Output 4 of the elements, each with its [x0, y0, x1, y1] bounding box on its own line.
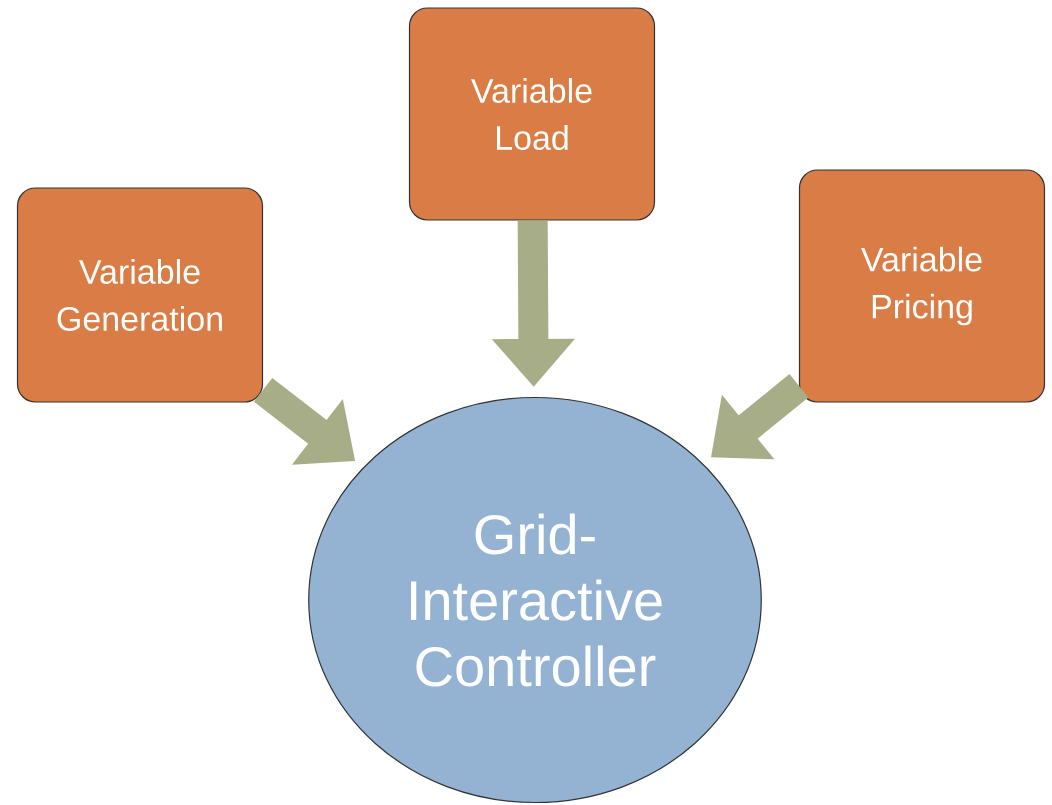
circle-node: Grid-Interactive Controller — [308, 396, 762, 804]
process-box: Variable Load — [408, 7, 656, 221]
process-box: Variable Generation — [16, 187, 264, 403]
process-box: Variable Pricing — [798, 169, 1046, 403]
